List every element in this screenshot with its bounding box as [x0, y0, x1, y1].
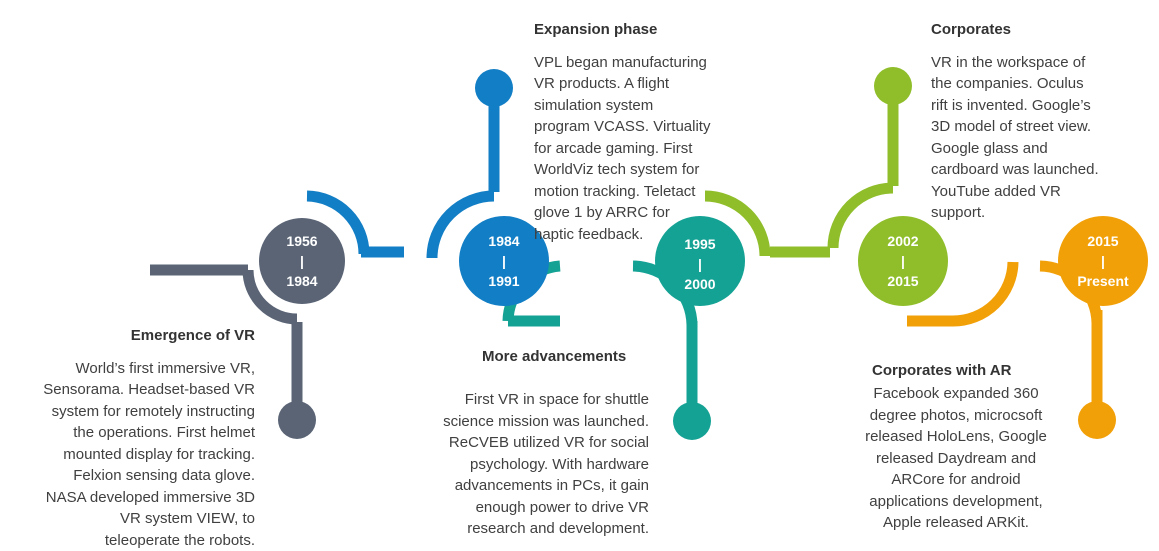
year-to: 1984 [257, 271, 347, 291]
year-separator: | [858, 251, 948, 271]
year-to: Present [1058, 271, 1148, 291]
year-from: 2002 [858, 231, 948, 251]
year-separator: | [459, 251, 549, 271]
milestone-block-3: First VR in space for shuttle science mi… [379, 389, 649, 540]
year-to: 1991 [459, 271, 549, 291]
milestone-title: Expansion phase [534, 19, 764, 41]
year-from: 1956 [257, 231, 347, 251]
year-range-4: 2002 | 2015 [858, 231, 948, 291]
dot-teal [673, 402, 711, 440]
milestone-title: Corporates [931, 19, 1151, 41]
milestone-block-1: Emergence of VR World’s first immersive … [0, 325, 255, 551]
year-to: 2000 [655, 274, 745, 294]
milestone-block-2: Expansion phase VPL began manufacturing … [534, 19, 764, 245]
year-from: 2015 [1058, 231, 1148, 251]
dot-blue [475, 69, 513, 107]
ring-orange-left [953, 262, 1013, 321]
milestone-block-5: Facebook expanded 360 degree photos, mic… [836, 383, 1076, 534]
year-separator: | [1058, 251, 1148, 271]
milestone-block-4: Corporates VR in the workspace of the co… [931, 19, 1151, 224]
year-separator: | [655, 254, 745, 274]
dot-slate [278, 401, 316, 439]
dot-green [874, 67, 912, 105]
milestone-description: First VR in space for shuttle science mi… [379, 389, 649, 540]
milestone-title: More advancements [482, 346, 682, 368]
milestone-description: VR in the workspace of the companies. Oc… [931, 52, 1151, 224]
milestone-description: VPL began manufacturing VR products. A f… [534, 52, 764, 246]
year-to: 2015 [858, 271, 948, 291]
milestone-description: World’s first immersive VR, Sensorama. H… [0, 358, 255, 551]
year-range-1: 1956 | 1984 [257, 231, 347, 291]
milestone-title: Corporates with AR [872, 360, 1082, 382]
milestone-description: Facebook expanded 360 degree photos, mic… [836, 383, 1076, 534]
dot-orange [1078, 401, 1116, 439]
year-range-5: 2015 | Present [1058, 231, 1148, 291]
milestone-title-wrap-3: More advancements [482, 346, 682, 379]
year-separator: | [257, 251, 347, 271]
milestone-title: Emergence of VR [0, 325, 255, 347]
